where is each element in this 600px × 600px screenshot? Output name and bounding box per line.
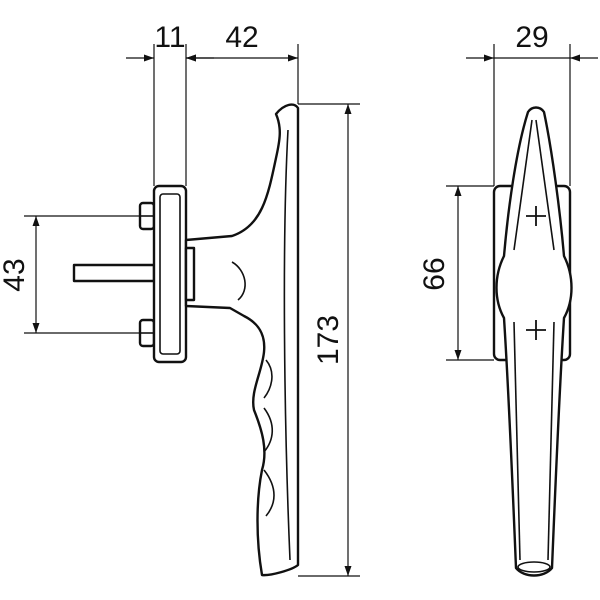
- dimension-label-173: 173: [312, 315, 345, 365]
- screw-mark-top: [526, 206, 546, 226]
- bolt-top: [138, 201, 156, 231]
- handle-front-profile: [495, 106, 573, 577]
- dimension-43: 43: [0, 215, 140, 334]
- dimension-label-66: 66: [418, 257, 451, 290]
- side-view: 11 42 43 173: [0, 21, 360, 577]
- spindle: [72, 263, 156, 283]
- dimension-66: 66: [418, 185, 494, 361]
- front-view: 29 66: [418, 21, 598, 577]
- dimension-42: 42: [186, 21, 299, 104]
- dimension-label-42: 42: [225, 21, 258, 54]
- dimension-173: 173: [298, 103, 360, 577]
- screw-mark-bottom: [526, 320, 546, 340]
- dimension-label-43: 43: [0, 258, 31, 291]
- dimension-label-29: 29: [515, 21, 548, 54]
- dimension-29: 29: [466, 21, 598, 186]
- dimension-11: 11: [126, 21, 214, 186]
- bolt-bottom: [138, 318, 156, 348]
- handle-side-profile: [184, 103, 300, 577]
- base-plate: [152, 184, 188, 364]
- dimension-label-11: 11: [154, 21, 185, 54]
